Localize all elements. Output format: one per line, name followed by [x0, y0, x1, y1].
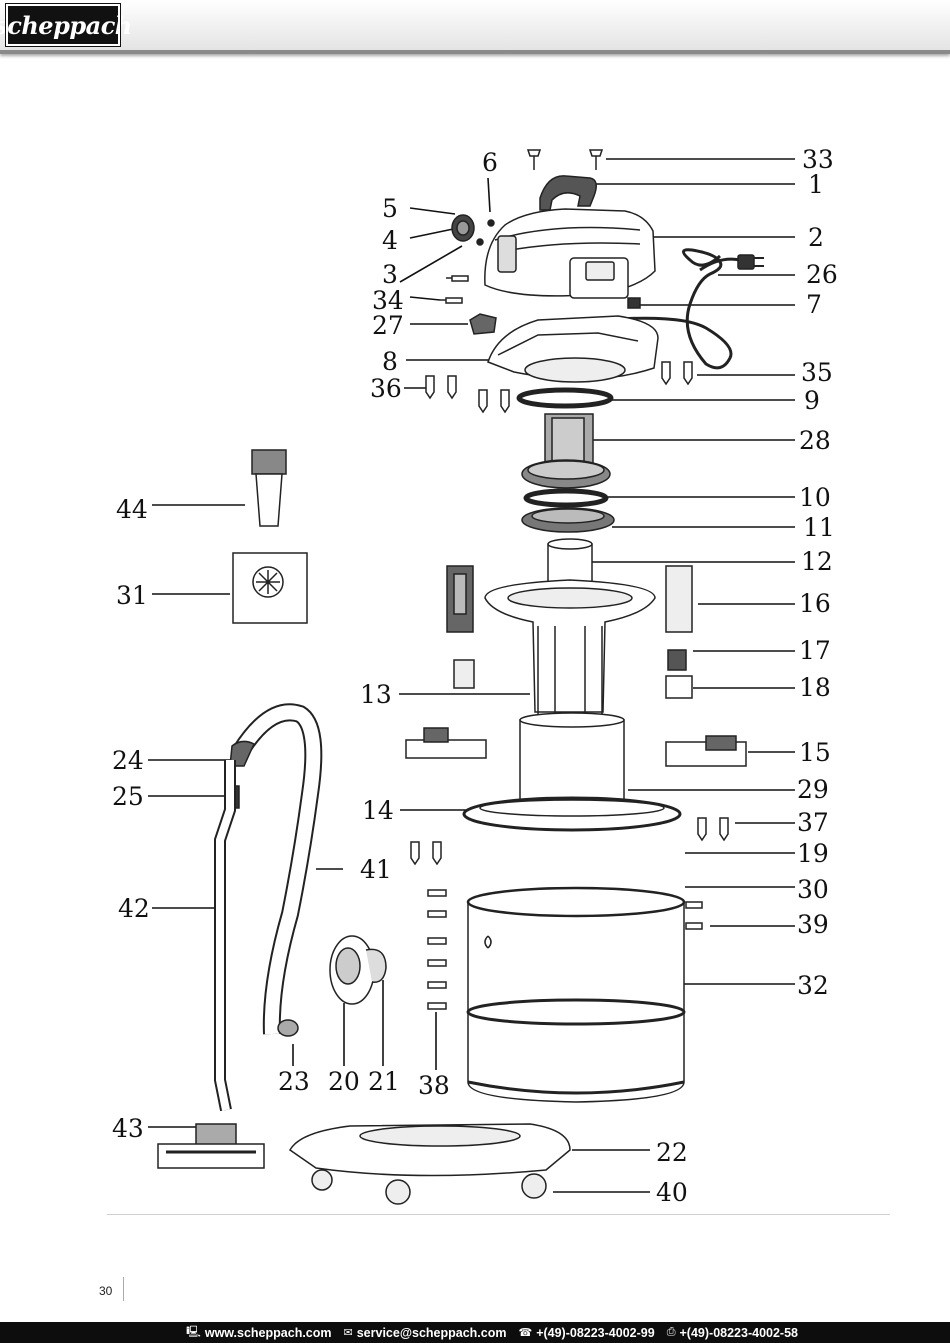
- page-number-divider: [123, 1277, 124, 1301]
- page-header: scheppach: [0, 0, 950, 54]
- callout-37: 37: [797, 808, 829, 837]
- callout-21: 21: [368, 1067, 400, 1096]
- callout-26: 26: [806, 260, 838, 289]
- callout-33: 33: [802, 145, 834, 174]
- page-divider: [107, 1214, 890, 1215]
- callout-32: 32: [797, 971, 829, 1000]
- callout-3: 3: [382, 260, 398, 289]
- callout-31: 31: [116, 581, 148, 610]
- brand-logo: scheppach: [0, 3, 132, 47]
- footer-email: ✉ service@scheppach.com: [344, 1326, 507, 1340]
- callout-17: 17: [799, 636, 831, 665]
- callout-30: 30: [797, 875, 829, 904]
- email-text: service@scheppach.com: [356, 1325, 507, 1340]
- callout-19: 19: [797, 839, 829, 868]
- callout-9: 9: [804, 386, 820, 415]
- callout-29: 29: [797, 775, 829, 804]
- callout-22: 22: [656, 1138, 688, 1167]
- website-text: www.scheppach.com: [204, 1325, 332, 1340]
- callout-16: 16: [799, 589, 831, 618]
- fax-icon: ⎙: [666, 1326, 676, 1338]
- callout-6: 6: [482, 148, 498, 177]
- callout-13: 13: [360, 680, 392, 709]
- callout-8: 8: [382, 347, 398, 376]
- callout-42: 42: [118, 894, 150, 923]
- callout-39: 39: [797, 910, 829, 939]
- callout-40: 40: [656, 1178, 688, 1207]
- callout-7: 7: [806, 290, 822, 319]
- phone-text: +(49)-08223-4002-99: [536, 1325, 655, 1340]
- callout-2: 2: [808, 223, 824, 252]
- footer-phone: ☎ +(49)-08223-4002-99: [518, 1326, 654, 1340]
- footer-fax: ⎙ +(49)-08223-4002-58: [667, 1326, 798, 1340]
- callout-43: 43: [112, 1114, 144, 1143]
- callout-4: 4: [382, 226, 398, 255]
- page-footer: 🖳 www.scheppach.com ✉ service@scheppach.…: [0, 1322, 950, 1343]
- callout-18: 18: [799, 673, 831, 702]
- callout-41: 41: [360, 855, 392, 884]
- email-icon: ✉: [343, 1327, 353, 1339]
- footer-website: 🖳 www.scheppach.com: [186, 1323, 331, 1342]
- callout-36: 36: [370, 374, 402, 403]
- callout-11: 11: [803, 513, 835, 542]
- callout-44: 44: [116, 495, 148, 524]
- phone-icon: ☎: [518, 1327, 533, 1339]
- callout-35: 35: [801, 358, 833, 387]
- callout-23: 23: [278, 1067, 310, 1096]
- callout-27: 27: [372, 311, 404, 340]
- page-number: 30: [99, 1284, 113, 1298]
- fax-text: +(49)-08223-4002-58: [679, 1325, 799, 1340]
- callout-34: 34: [372, 286, 404, 315]
- callout-10: 10: [799, 483, 831, 512]
- callout-12: 12: [801, 547, 833, 576]
- callout-28: 28: [799, 426, 831, 455]
- callout-1: 1: [808, 170, 824, 199]
- callout-5: 5: [382, 194, 398, 223]
- callout-15: 15: [799, 738, 831, 767]
- computer-icon: 🖳: [186, 1326, 201, 1338]
- callout-25: 25: [112, 782, 144, 811]
- callout-20: 20: [328, 1067, 360, 1096]
- callout-24: 24: [112, 746, 144, 775]
- callout-38: 38: [418, 1071, 450, 1100]
- callout-14: 14: [362, 796, 394, 825]
